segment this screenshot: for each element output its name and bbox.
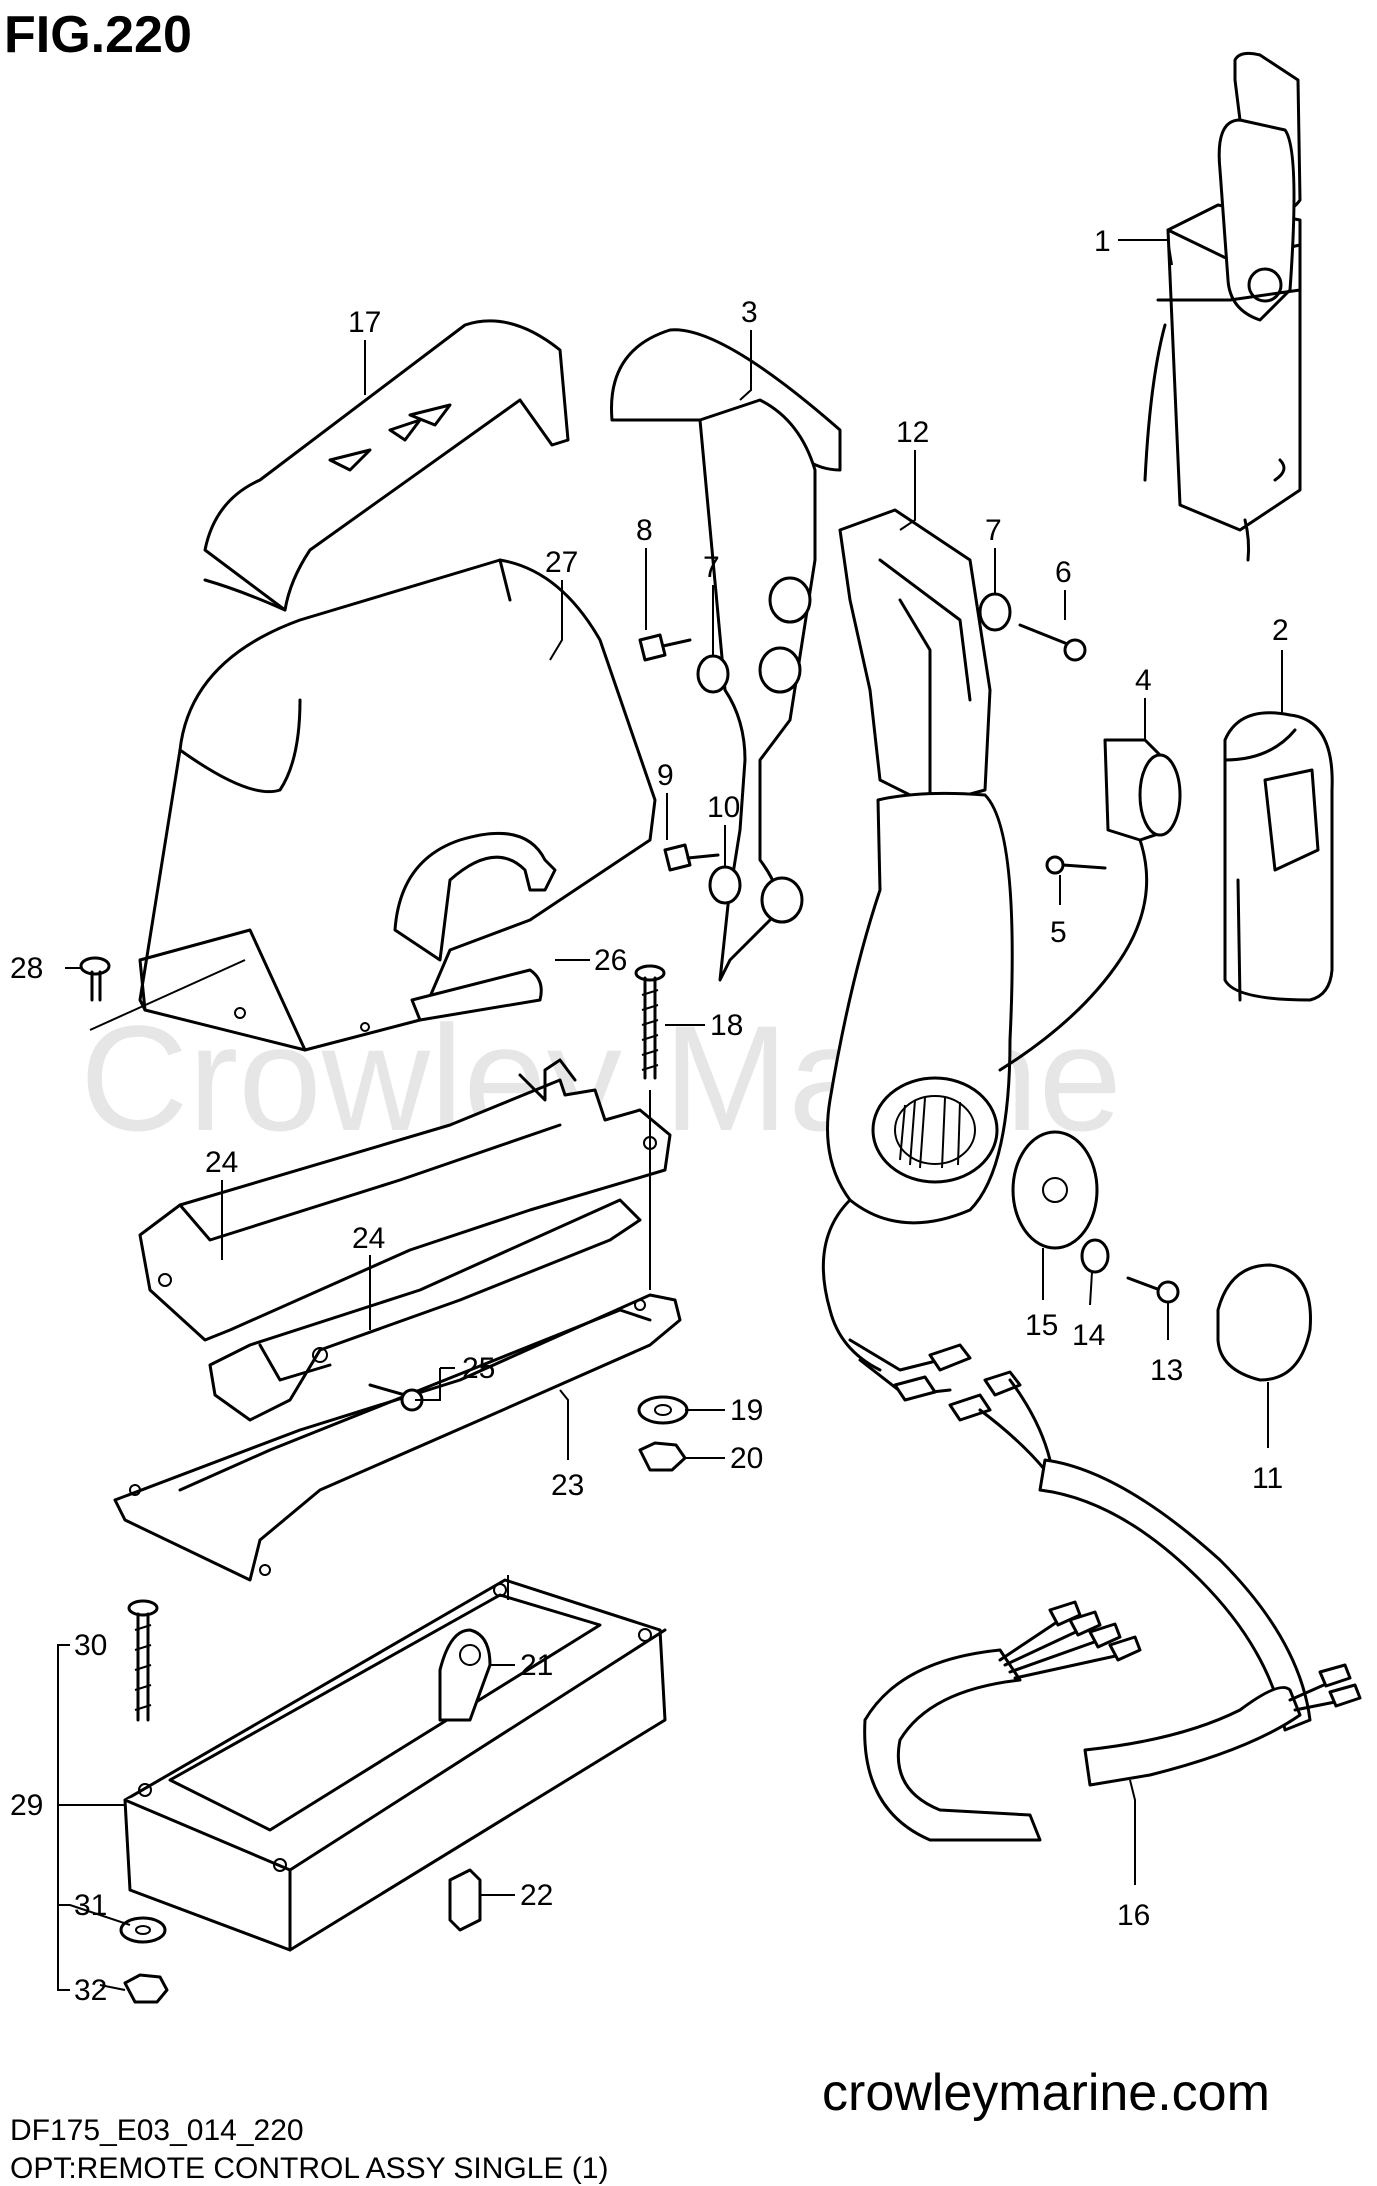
leader-lines bbox=[57, 239, 1283, 1991]
fastener-screw-28 bbox=[79, 956, 111, 1002]
part-23-gasket bbox=[113, 1293, 682, 1582]
part-15-plate bbox=[1011, 1130, 1099, 1250]
part-2-handle-grip bbox=[1223, 711, 1334, 1002]
callout-18: 18 bbox=[710, 1009, 743, 1042]
part-27-main-cover bbox=[138, 558, 657, 1052]
part-22-clip bbox=[448, 1868, 482, 1932]
callout-12: 12 bbox=[896, 416, 929, 449]
callout-13: 13 bbox=[1150, 1354, 1183, 1387]
part-12-shift-bracket bbox=[838, 508, 992, 807]
callout-15: 15 bbox=[1025, 1309, 1058, 1342]
fastener-screw-5 bbox=[1045, 855, 1107, 875]
callout-17: 17 bbox=[348, 306, 381, 339]
drawing-caption: OPT:REMOTE CONTROL ASSY SINGLE (1) bbox=[10, 2152, 608, 2185]
callout-23: 23 bbox=[551, 1469, 584, 1502]
callout-19: 19 bbox=[730, 1394, 763, 1427]
callout-26: 26 bbox=[594, 944, 627, 977]
callout-22: 22 bbox=[520, 1879, 553, 1912]
callout-25: 25 bbox=[462, 1352, 495, 1385]
part-26-pad bbox=[410, 968, 543, 1022]
part-3-lever-arm bbox=[609, 328, 842, 982]
fastener-nut-32 bbox=[123, 1973, 169, 2004]
callout-16: 16 bbox=[1117, 1899, 1150, 1932]
fastener-washer-10 bbox=[708, 865, 742, 905]
fastener-washer-7a bbox=[696, 654, 730, 694]
fastener-screw-8 bbox=[638, 633, 692, 662]
callout-4: 4 bbox=[1135, 664, 1152, 697]
part-24-frame-upper bbox=[138, 1058, 672, 1342]
part-24-frame-lower bbox=[208, 1198, 642, 1422]
callout-31: 31 bbox=[74, 1889, 107, 1922]
fastener-screw-13 bbox=[1126, 1276, 1180, 1304]
callout-30: 30 bbox=[74, 1629, 107, 1662]
fastener-screw-18 bbox=[634, 964, 666, 1080]
fastener-nut-20 bbox=[638, 1441, 687, 1472]
fastener-screw-9 bbox=[663, 843, 720, 872]
callout-7a: 7 bbox=[703, 551, 720, 584]
part-17-cover-cap bbox=[203, 319, 570, 612]
callout-3: 3 bbox=[741, 296, 758, 329]
fastener-screw-6 bbox=[1018, 623, 1087, 662]
part-4-switch bbox=[998, 738, 1182, 1072]
fastener-washer-31 bbox=[119, 1916, 167, 1944]
callout-9: 9 bbox=[657, 759, 674, 792]
site-brand: crowleymarine.com bbox=[822, 2064, 1270, 2122]
callout-20: 20 bbox=[730, 1442, 763, 1475]
part-29-base-box bbox=[123, 1578, 667, 1952]
callout-8: 8 bbox=[636, 514, 653, 547]
figure-title: FIG.220 bbox=[4, 6, 192, 64]
callout-2: 2 bbox=[1272, 614, 1289, 647]
callout-21: 21 bbox=[520, 1649, 553, 1682]
callout-14: 14 bbox=[1072, 1319, 1105, 1352]
callout-10: 10 bbox=[707, 791, 740, 824]
part-21-bracket bbox=[438, 1628, 492, 1722]
drawing-code: DF175_E03_014_220 bbox=[10, 2114, 304, 2147]
fastener-washer-7b bbox=[978, 592, 1012, 632]
callout-27: 27 bbox=[545, 546, 578, 579]
callout-1: 1 bbox=[1094, 225, 1111, 258]
callout-32: 32 bbox=[74, 1974, 107, 2007]
callout-5: 5 bbox=[1050, 916, 1067, 949]
callout-24a: 24 bbox=[205, 1146, 238, 1179]
fastener-washer-14 bbox=[1080, 1238, 1110, 1274]
callout-24b: 24 bbox=[352, 1222, 385, 1255]
callout-6: 6 bbox=[1055, 556, 1072, 589]
part-16-wire-harness bbox=[821, 1198, 1362, 1842]
callout-11: 11 bbox=[1252, 1462, 1283, 1495]
fastener-washer-19 bbox=[637, 1395, 689, 1425]
callout-29: 29 bbox=[10, 1789, 43, 1822]
control-lever-housing bbox=[826, 791, 1014, 1225]
part-11-knob bbox=[1216, 1263, 1312, 1382]
part-1-control-box bbox=[1143, 51, 1302, 562]
callout-7b: 7 bbox=[985, 514, 1002, 547]
fastener-screw-30 bbox=[127, 1599, 159, 1722]
callout-28: 28 bbox=[10, 952, 43, 985]
